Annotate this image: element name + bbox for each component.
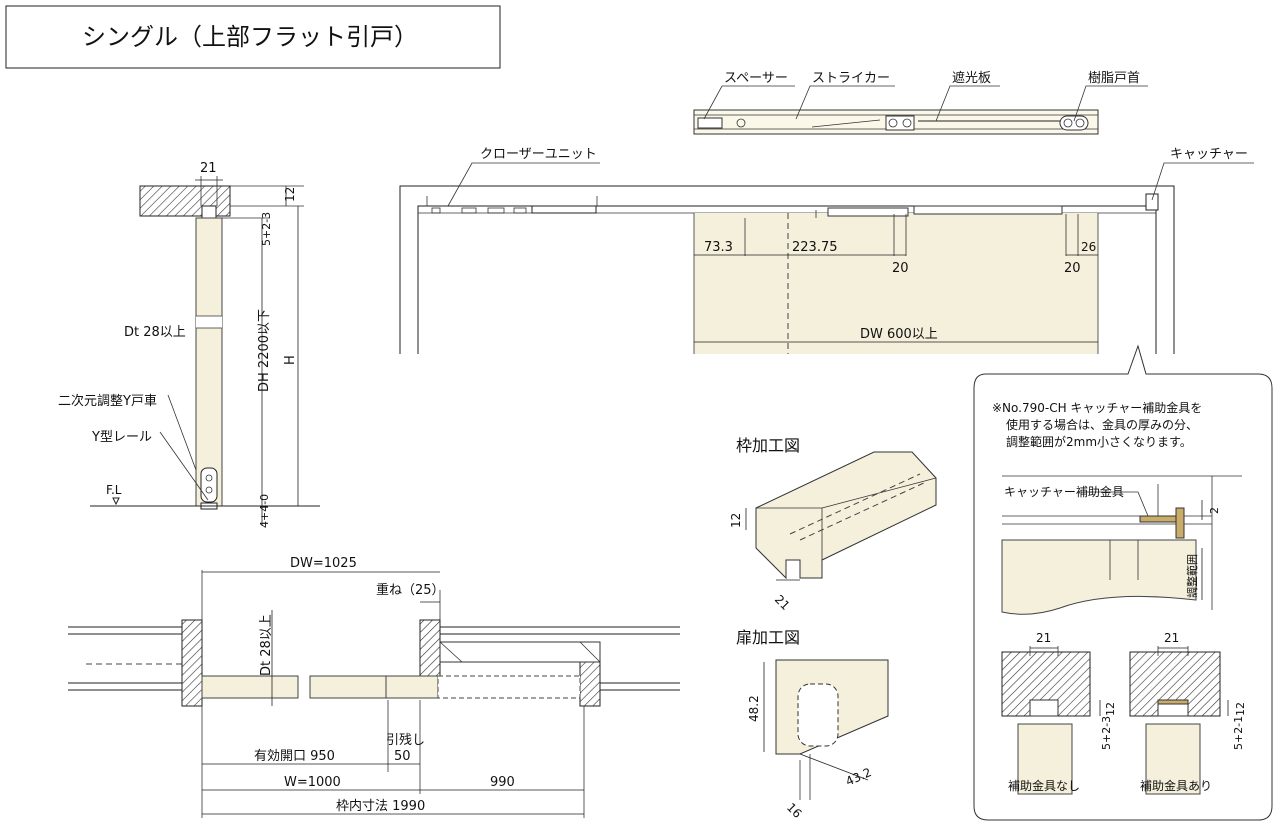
- label-rail: Y型レール: [91, 430, 152, 445]
- dim-pull-label: 引残し: [386, 733, 425, 748]
- dim-20b: 20: [1064, 261, 1081, 276]
- dim-26: 26: [1081, 240, 1096, 254]
- dim-pull-val: 50: [394, 749, 411, 764]
- plan-view: [68, 570, 680, 818]
- dim-223-75: 223.75: [792, 240, 838, 255]
- dim-inner: 枠内寸法 1990: [336, 798, 425, 814]
- caption-with-bracket: 補助金具あり: [1140, 778, 1212, 793]
- elevation-door: [693, 205, 1099, 354]
- label-catcher-bracket: キャッチャー補助金具: [1004, 484, 1124, 499]
- title-box: [5, 5, 501, 69]
- door-dim-48-2: 48.2: [747, 695, 761, 722]
- caption-no-bracket: 補助金具なし: [1008, 778, 1080, 793]
- label-floor: F.L: [106, 483, 122, 497]
- note-dim-2: 2: [1208, 507, 1221, 514]
- door-work-drawing: [763, 659, 889, 800]
- dim-head-tol: 5+2-3: [260, 212, 273, 246]
- dim-w2: 990: [490, 775, 515, 790]
- note-callout: [973, 344, 1273, 821]
- note-w2: 21: [1164, 631, 1179, 645]
- dim-effective: 有効開口 950: [254, 749, 335, 764]
- dim-73-3: 73.3: [704, 240, 733, 255]
- dim-bottom-tol: 4+4-0: [258, 494, 271, 528]
- door-dim-43-2: 43.2: [844, 765, 874, 789]
- door-dim-16: 16: [784, 800, 805, 821]
- frame-work-drawing: [745, 451, 937, 581]
- note-tol1: 5+2-3: [1100, 716, 1113, 750]
- dim-plan-dt: Dt 28以上: [259, 614, 274, 676]
- dim-w: W=1000: [284, 775, 341, 790]
- dim-21-top: 21: [200, 161, 217, 176]
- label-door-thickness: Dt 28以上: [124, 325, 186, 340]
- dim-dw: DW=1025: [290, 556, 357, 571]
- note-h2: 12: [1234, 702, 1247, 716]
- page-title: シングル（上部フラット引戸）: [82, 23, 418, 51]
- vertical-section: [90, 176, 320, 526]
- label-closer-unit: クローザーユニット: [480, 147, 597, 162]
- dim-20a: 20: [892, 261, 909, 276]
- door-work-title: 扉加工図: [736, 628, 800, 647]
- label-light-shield: 遮光板: [952, 70, 991, 86]
- frame-work-title: 枠加工図: [736, 436, 800, 455]
- dim-door-width: DW 600以上: [860, 327, 938, 342]
- note-line-2: 使用する場合は、金具の厚みの分、: [1006, 417, 1198, 432]
- top-rail-detail: [693, 85, 1148, 135]
- frame-dim-21: 21: [772, 592, 793, 613]
- label-striker: ストライカー: [812, 71, 890, 86]
- note-adjust-range: 調整範囲: [1185, 554, 1199, 598]
- frame-dim-12: 12: [729, 513, 743, 528]
- label-wheel: 二次元調整Y戸車: [58, 393, 157, 409]
- label-door-height: DH 2200以下: [257, 309, 272, 392]
- dim-overlap: 重ね（25）: [376, 582, 445, 598]
- dim-12-top: 12: [283, 187, 297, 202]
- label-resin-neck: 樹脂戸首: [1088, 71, 1140, 86]
- label-h: H: [283, 355, 298, 365]
- label-spacer: スペーサー: [724, 71, 788, 86]
- note-line-3: 調整範囲が2mm小さくなります。: [1006, 434, 1192, 449]
- note-line-1: ※No.790-CH キャッチャー補助金具を: [992, 400, 1202, 415]
- note-w1: 21: [1036, 631, 1051, 645]
- note-tol2: 5+2-1: [1232, 716, 1245, 750]
- note-h1: 12: [1104, 702, 1117, 716]
- label-catcher: キャッチャー: [1170, 147, 1248, 162]
